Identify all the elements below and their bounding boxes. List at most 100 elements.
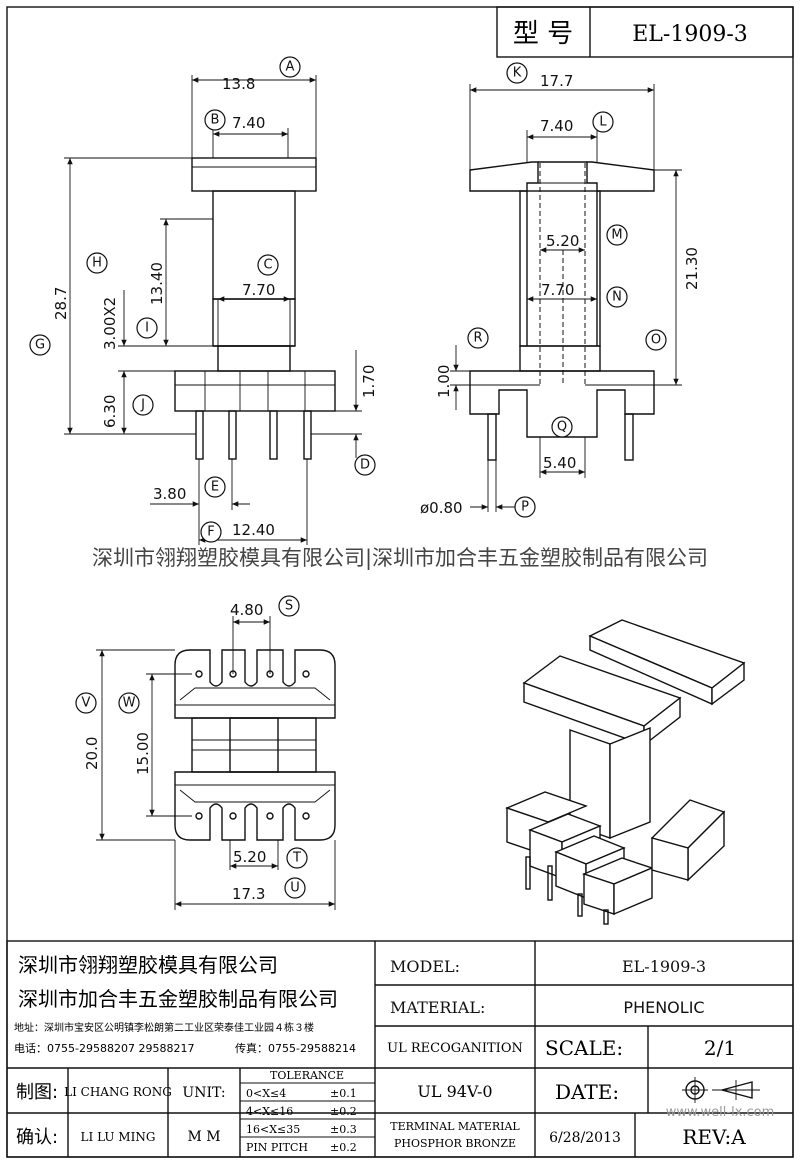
callouts: A B C D E F G H I J K L M N O P Q R S T … (29, 56, 667, 899)
ul-value: UL 94V-0 (417, 1082, 492, 1101)
header-model-label: 型 号 (513, 19, 573, 49)
svg-text:B: B (211, 113, 220, 128)
callout-Q: Q (551, 416, 573, 438)
callout-U: U (284, 877, 306, 899)
callout-S: S (278, 595, 300, 617)
callout-B: B (204, 109, 226, 131)
callout-R: R (467, 327, 489, 349)
dim-T: 5.20 (233, 848, 266, 866)
callout-G: G (29, 334, 51, 356)
svg-text:U: U (290, 881, 300, 896)
tol-value-2: ±0.3 (330, 1123, 357, 1136)
dim-L: 7.40 (540, 117, 573, 135)
header-box: 型 号 EL-1909-3 (496, 6, 794, 58)
dim-M: 5.20 (546, 232, 579, 250)
bottom-view: 4.80 20.0 15.00 5.20 17.3 (83, 601, 336, 910)
svg-text:Q: Q (557, 420, 567, 435)
callout-N: N (606, 286, 628, 308)
callout-H: H (86, 252, 108, 274)
svg-text:S: S (285, 599, 293, 614)
dim-O: 21.30 (683, 247, 701, 290)
drawn-label: 制图: (16, 1082, 58, 1103)
callout-E: E (204, 476, 226, 498)
company-fax: 传真：0755-29588214 (235, 1041, 356, 1055)
company-phone: 电话：0755-29588207 29588217 (14, 1042, 194, 1055)
callout-F: F (200, 521, 222, 543)
svg-text:O: O (651, 333, 661, 348)
callout-T: T (286, 847, 308, 869)
terminal-material-label: TERMINAL MATERIAL (390, 1120, 520, 1133)
company-name-2: 深圳市加合丰五金塑胶制品有限公司 (18, 987, 338, 1011)
svg-text:D: D (360, 458, 370, 473)
tol-range-1: 4<X≤16 (246, 1105, 293, 1118)
svg-text:F: F (207, 525, 214, 540)
material-value: PHENOLIC (623, 998, 704, 1017)
callout-P: P (514, 496, 536, 518)
dim-R: 1.00 (435, 365, 453, 398)
svg-text:I: I (145, 321, 149, 336)
svg-text:J: J (140, 398, 145, 413)
callout-W: W (118, 692, 140, 714)
dim-N: 7.70 (541, 281, 574, 299)
company-address: 地址：深圳市宝安区公明镇李松朗第二工业区荣泰佳工业园４栋３楼 (14, 1021, 314, 1034)
svg-text:A: A (286, 60, 295, 75)
svg-text:L: L (599, 115, 607, 130)
watermark-site: www.well-lx.com (666, 1105, 775, 1120)
callout-J: J (132, 394, 154, 416)
dim-pin-height: 1.70 (360, 365, 378, 398)
tol-value-1: ±0.2 (330, 1105, 357, 1118)
dim-S: 4.80 (230, 601, 263, 619)
date-value: 6/28/2013 (549, 1130, 621, 1146)
dim-E: 3.80 (153, 485, 186, 503)
dim-V: 20.0 (83, 737, 101, 770)
terminal-material-value: PHOSPHOR BRONZE (394, 1137, 516, 1150)
callout-V: V (75, 692, 97, 714)
callout-O: O (645, 329, 667, 351)
callout-D: D (354, 454, 376, 476)
check-label: 确认: (16, 1127, 58, 1148)
svg-text:N: N (612, 290, 622, 305)
svg-text:E: E (211, 480, 219, 495)
svg-text:K: K (513, 66, 522, 81)
callout-L: L (592, 111, 614, 133)
tol-value-0: ±0.1 (330, 1087, 357, 1100)
callout-C: C (257, 254, 279, 276)
date-label: DATE: (555, 1080, 619, 1104)
rev-label: REV:A (682, 1125, 746, 1149)
svg-text:W: W (123, 696, 136, 711)
check-value: LI LU MING (81, 1130, 156, 1144)
dim-G: 28.7 (52, 287, 70, 320)
svg-text:P: P (521, 500, 529, 515)
tol-range-2: 16<X≤35 (246, 1123, 300, 1136)
model-value: EL-1909-3 (622, 957, 706, 976)
callout-K: K (506, 62, 528, 84)
dim-I: 3.00X2 (101, 297, 119, 350)
isometric-view (505, 619, 746, 925)
svg-text:V: V (82, 696, 91, 711)
dim-P: ø0.80 (420, 499, 463, 517)
dim-J: 6.30 (101, 395, 119, 428)
svg-text:T: T (292, 851, 301, 866)
unit-label: UNIT: (182, 1085, 225, 1101)
callout-I: I (136, 317, 158, 339)
dim-C: 7.70 (242, 281, 275, 299)
projection-symbol-icon (682, 1077, 760, 1103)
svg-text:R: R (473, 331, 482, 346)
unit-value: M M (187, 1129, 220, 1145)
svg-text:C: C (263, 258, 272, 273)
dim-H: 13.40 (148, 262, 166, 305)
watermark-companies: 深圳市翎翔塑胶模具有限公司|深圳市加合丰五金塑胶制品有限公司 (92, 546, 708, 571)
svg-text:H: H (92, 256, 102, 271)
scale-label: SCALE: (545, 1036, 623, 1060)
tol-range-0: 0<X≤4 (246, 1087, 286, 1100)
scale-value: 2/1 (704, 1036, 736, 1060)
tol-value-3: ±0.2 (330, 1141, 357, 1154)
dim-B: 7.40 (232, 114, 265, 132)
svg-text:M: M (611, 228, 622, 243)
company-name-1: 深圳市翎翔塑胶模具有限公司 (18, 953, 278, 977)
dim-W: 15.00 (134, 732, 152, 775)
dim-K: 17.7 (540, 72, 573, 90)
dim-A: 13.8 (222, 75, 255, 93)
